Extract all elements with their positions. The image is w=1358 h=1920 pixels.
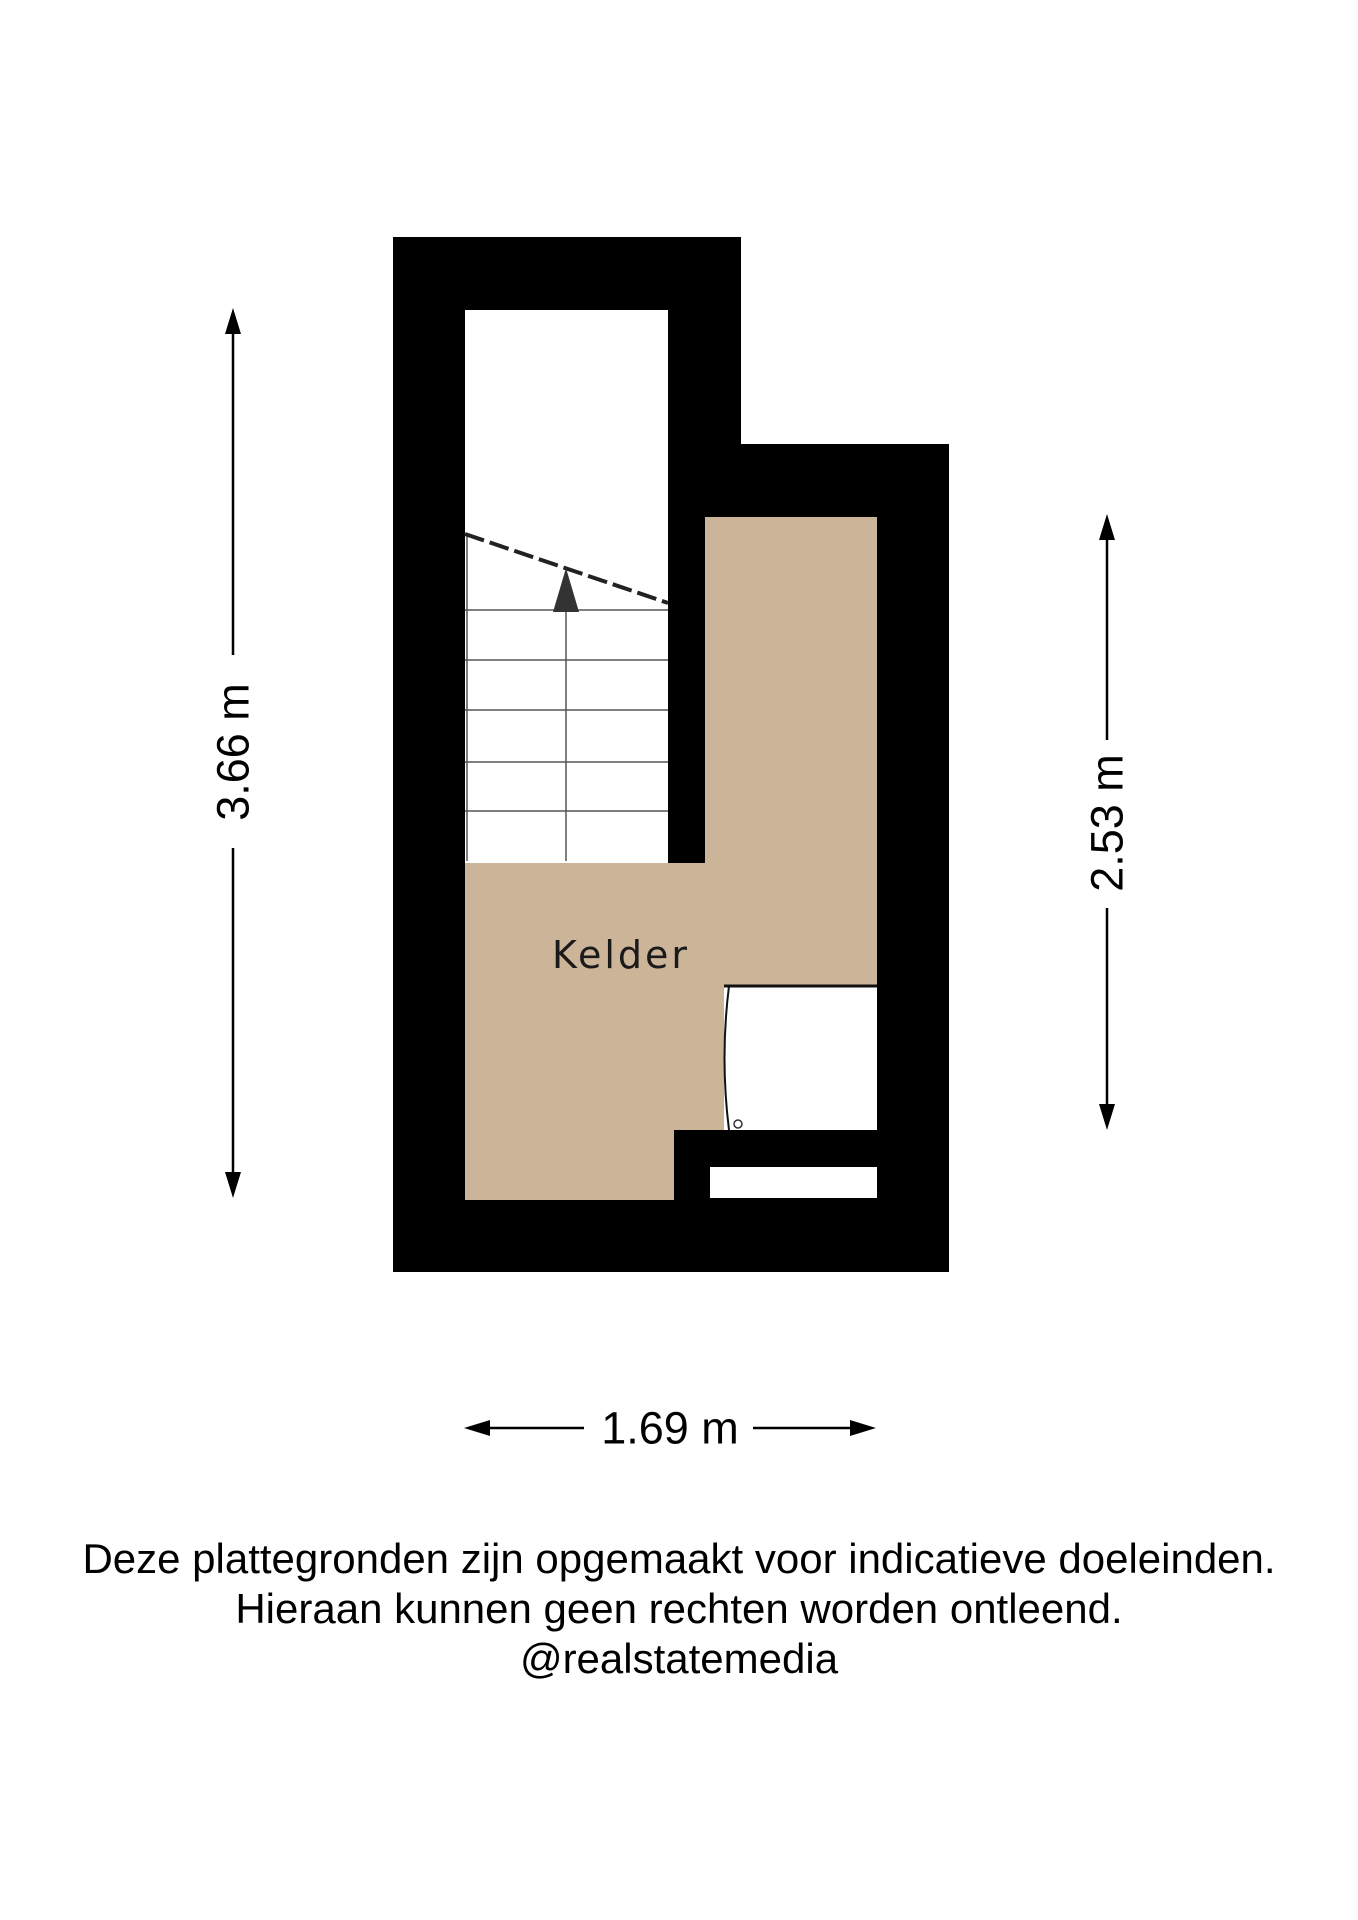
- disclaimer-line-2: Hieraan kunnen geen rechten worden ontle…: [235, 1585, 1123, 1632]
- bottom-dimension-label: 1.69 m: [601, 1403, 739, 1454]
- stair-cut-line: [464, 532, 669, 605]
- left-dimension-label: 3.66 m: [208, 683, 259, 821]
- disclaimer-credit: @realstatemedia: [519, 1635, 839, 1682]
- washing-machine-icon: [723, 984, 877, 1131]
- bottom-dimension-line: [464, 1420, 876, 1436]
- room-label: Kelder: [552, 933, 690, 977]
- left-dimension-line: [225, 308, 241, 1198]
- wall-window: [710, 1167, 877, 1198]
- right-dimension-label: 2.53 m: [1082, 754, 1133, 892]
- disclaimer-line-1: Deze plattegronden zijn opgemaakt voor i…: [82, 1535, 1276, 1582]
- disclaimer: Deze plattegronden zijn opgemaakt voor i…: [0, 1534, 1358, 1684]
- stair-direction-arrow: [553, 568, 579, 612]
- right-dimension-line: [1099, 514, 1115, 1130]
